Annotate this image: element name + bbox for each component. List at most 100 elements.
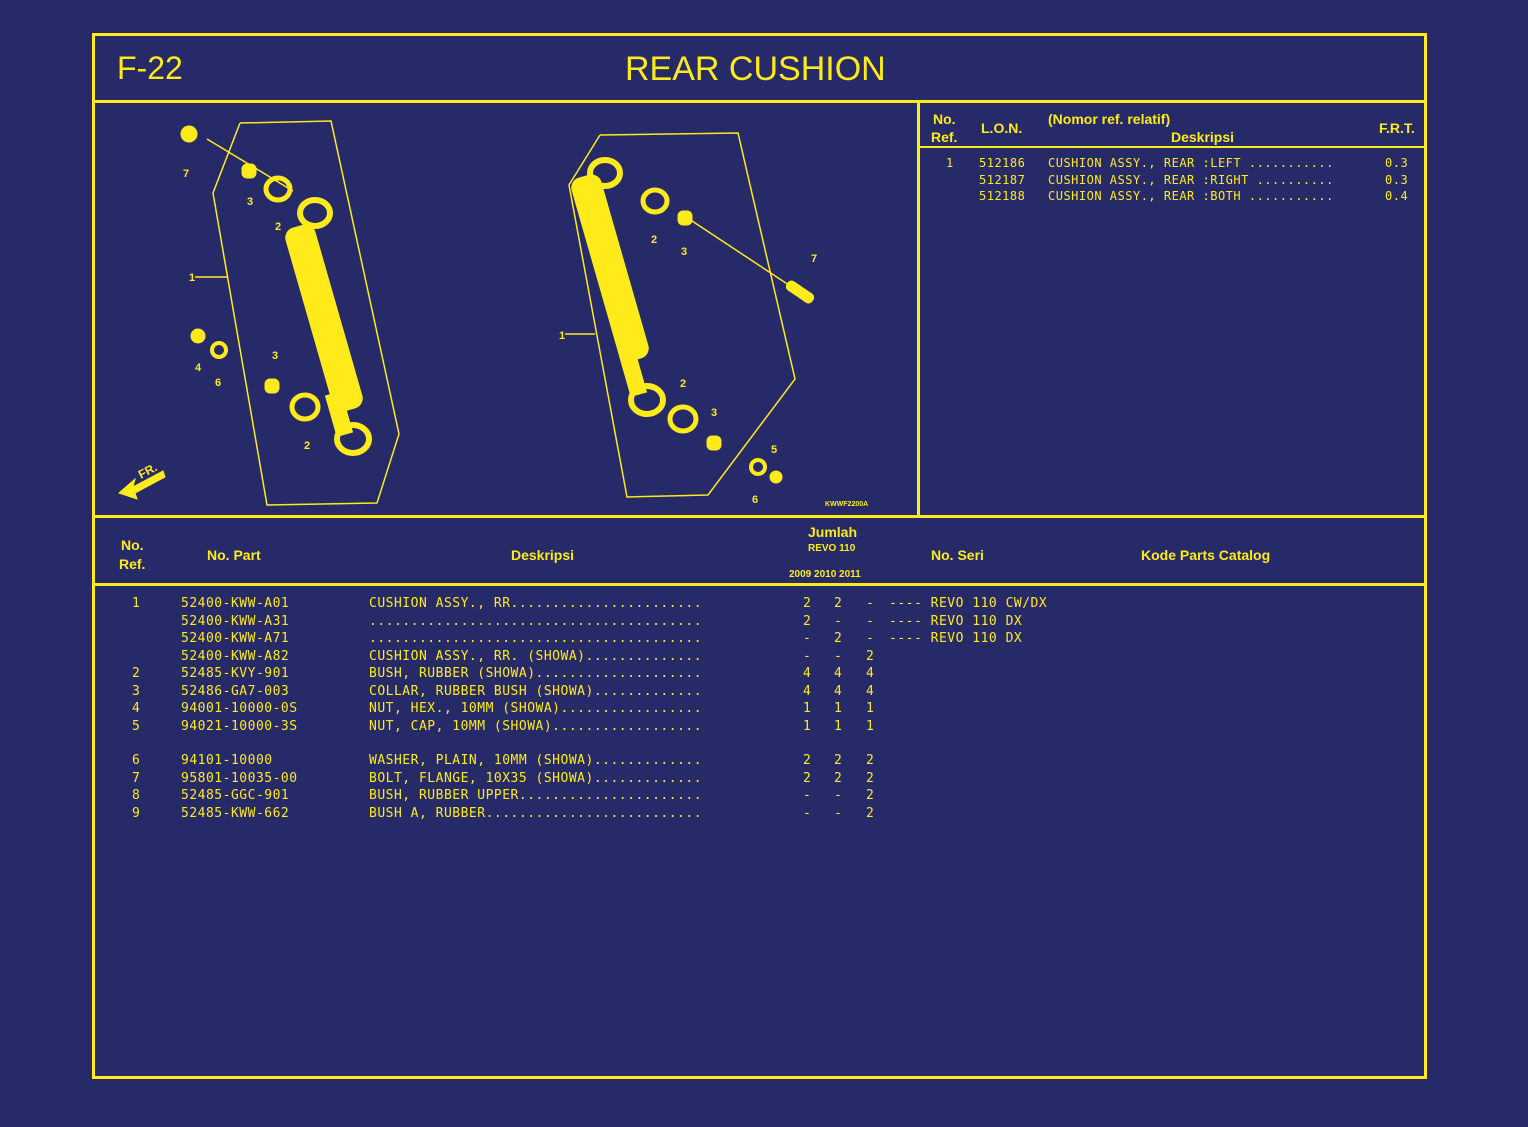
page-code: F-22 xyxy=(117,50,183,86)
parts-cell-q1: - xyxy=(803,631,812,646)
parts-cell-desc: BOLT, FLANGE, 10X35 (SHOWA)............. xyxy=(369,770,703,786)
parts-cell-q2: 2 xyxy=(834,596,843,611)
parts-cell-q3: 2 xyxy=(866,805,875,821)
ref-header-deskripsi: Deskripsi xyxy=(1171,129,1235,145)
parts-cell-q2: 2 xyxy=(834,631,843,646)
parts-cell-ref: 5 xyxy=(132,718,141,734)
parts-cell-q3: 2 xyxy=(866,648,875,664)
callout: 7 xyxy=(183,168,189,180)
parts-cell-q1: 1 xyxy=(803,701,812,716)
ref-cell-frt: 0.4 xyxy=(1385,189,1409,203)
parts-cell-desc: NUT, HEX., 10MM (SHOWA)................. xyxy=(369,701,703,716)
callout: 2 xyxy=(680,378,686,390)
callout: 3 xyxy=(711,407,717,419)
ref-header-lon: L.O.N. xyxy=(981,120,1023,136)
parts-cell-ref: 1 xyxy=(132,596,141,611)
parts-cell-desc: WASHER, PLAIN, 10MM (SHOWA)............. xyxy=(369,753,703,768)
parts-cell-q2: - xyxy=(834,788,843,803)
divider xyxy=(95,100,1424,103)
parts-cell-q1: 2 xyxy=(803,770,812,786)
parts-cell-q3: 4 xyxy=(866,683,875,699)
parts-cell-seri: ---- REVO 110 DX xyxy=(889,613,1023,629)
ref-cell-ref: 1 xyxy=(946,156,954,170)
parts-cell-ref: 6 xyxy=(132,753,141,768)
parts-cell-ref: 7 xyxy=(132,770,141,786)
parts-cell-q3: 1 xyxy=(866,718,875,734)
parts-cell-q2: - xyxy=(834,805,843,821)
drawing-code: KWWF2200A xyxy=(825,501,868,508)
parts-header-seri: No. Seri xyxy=(931,547,984,563)
parts-cell-seri: ---- REVO 110 DX xyxy=(889,631,1023,646)
parts-cell-q3: - xyxy=(866,596,875,611)
parts-cell-q2: 2 xyxy=(834,770,843,786)
parts-cell-ref: 2 xyxy=(132,666,141,681)
parts-header-no: No. xyxy=(121,537,144,553)
ref-header-ref: Ref. xyxy=(931,129,958,145)
callout: 7 xyxy=(811,253,817,265)
parts-cell-q1: - xyxy=(803,648,812,664)
callout: 3 xyxy=(247,196,253,208)
parts-header-ref: Ref. xyxy=(119,556,146,572)
parts-cell-part: 94021-10000-3S xyxy=(181,718,298,734)
ref-cell-lon: 512188 xyxy=(979,189,1026,203)
callout: 5 xyxy=(771,444,777,456)
parts-cell-part: 94101-10000 xyxy=(181,753,273,768)
parts-cell-q3: - xyxy=(866,613,875,629)
parts-cell-q3: 4 xyxy=(866,666,875,681)
parts-cell-part: 52486-GA7-003 xyxy=(181,683,290,699)
ref-cell-lon: 512187 xyxy=(979,172,1026,187)
callout: 6 xyxy=(752,494,758,506)
parts-cell-part: 52485-KWW-662 xyxy=(181,805,290,821)
parts-cell-q3: 2 xyxy=(866,770,875,786)
parts-cell-q3: 2 xyxy=(866,788,875,803)
callout: 4 xyxy=(195,362,202,374)
parts-header-part: No. Part xyxy=(207,547,261,563)
parts-cell-q1: 4 xyxy=(803,683,812,699)
parts-cell-part: 52400-KWW-A31 xyxy=(181,613,290,629)
parts-cell-part: 52400-KWW-A71 xyxy=(181,631,290,646)
parts-cell-ref: 8 xyxy=(132,788,141,803)
parts-cell-q1: 2 xyxy=(803,613,812,629)
parts-header-kode: Kode Parts Catalog xyxy=(1141,547,1271,563)
callout: 1 xyxy=(559,330,565,342)
parts-cell-part: 52400-KWW-A01 xyxy=(181,596,290,611)
parts-cell-q2: - xyxy=(834,613,843,629)
catalog-frame: F-22 REAR CUSHION xyxy=(92,33,1427,1079)
parts-cell-q1: - xyxy=(803,805,812,821)
parts-cell-ref: 4 xyxy=(132,701,141,716)
divider xyxy=(917,100,920,518)
parts-header-jumlah: Jumlah xyxy=(808,524,858,540)
parts-cell-q3: 2 xyxy=(866,753,875,768)
parts-cell-q1: 2 xyxy=(803,596,812,611)
parts-cell-q2: 2 xyxy=(834,753,843,768)
callout: 1 xyxy=(189,272,195,284)
ref-header-no: No. xyxy=(933,111,956,127)
parts-cell-seri: ---- REVO 110 CW/DX xyxy=(889,596,1048,611)
parts-header-years: 2009 2010 2011 xyxy=(789,569,861,580)
parts-cell-q3: - xyxy=(866,631,875,646)
parts-header-deskripsi: Deskripsi xyxy=(511,547,575,563)
parts-header-model: REVO 110 xyxy=(808,543,856,554)
ref-cell-desc: CUSHION ASSY., REAR :LEFT ........... xyxy=(1048,156,1334,170)
parts-cell-part: 52400-KWW-A82 xyxy=(181,648,290,664)
parts-cell-q2: - xyxy=(834,648,843,664)
parts-cell-desc: NUT, CAP, 10MM (SHOWA).................. xyxy=(369,718,703,734)
parts-cell-desc: ........................................ xyxy=(369,613,703,629)
parts-cell-part: 52485-KVY-901 xyxy=(181,666,290,681)
page-title: REAR CUSHION xyxy=(625,50,886,88)
parts-cell-q1: - xyxy=(803,788,812,803)
parts-cell-q2: 1 xyxy=(834,718,843,734)
parts-cell-ref: 3 xyxy=(132,683,141,699)
ref-header-nomor: (Nomor ref. relatif) xyxy=(1048,111,1171,127)
parts-cell-q2: 1 xyxy=(834,701,843,716)
parts-cell-desc: BUSH, RUBBER UPPER...................... xyxy=(369,788,703,803)
parts-cell-part: 94001-10000-0S xyxy=(181,701,298,716)
ref-cell-desc: CUSHION ASSY., REAR :BOTH ........... xyxy=(1048,189,1334,203)
callout: 2 xyxy=(275,221,281,233)
parts-cell-q1: 1 xyxy=(803,718,812,734)
parts-cell-q1: 2 xyxy=(803,753,812,768)
parts-cell-q2: 4 xyxy=(834,683,843,699)
parts-cell-desc: BUSH A, RUBBER.......................... xyxy=(369,805,703,821)
ref-cell-frt: 0.3 xyxy=(1385,172,1409,187)
parts-cell-ref: 9 xyxy=(132,805,141,821)
